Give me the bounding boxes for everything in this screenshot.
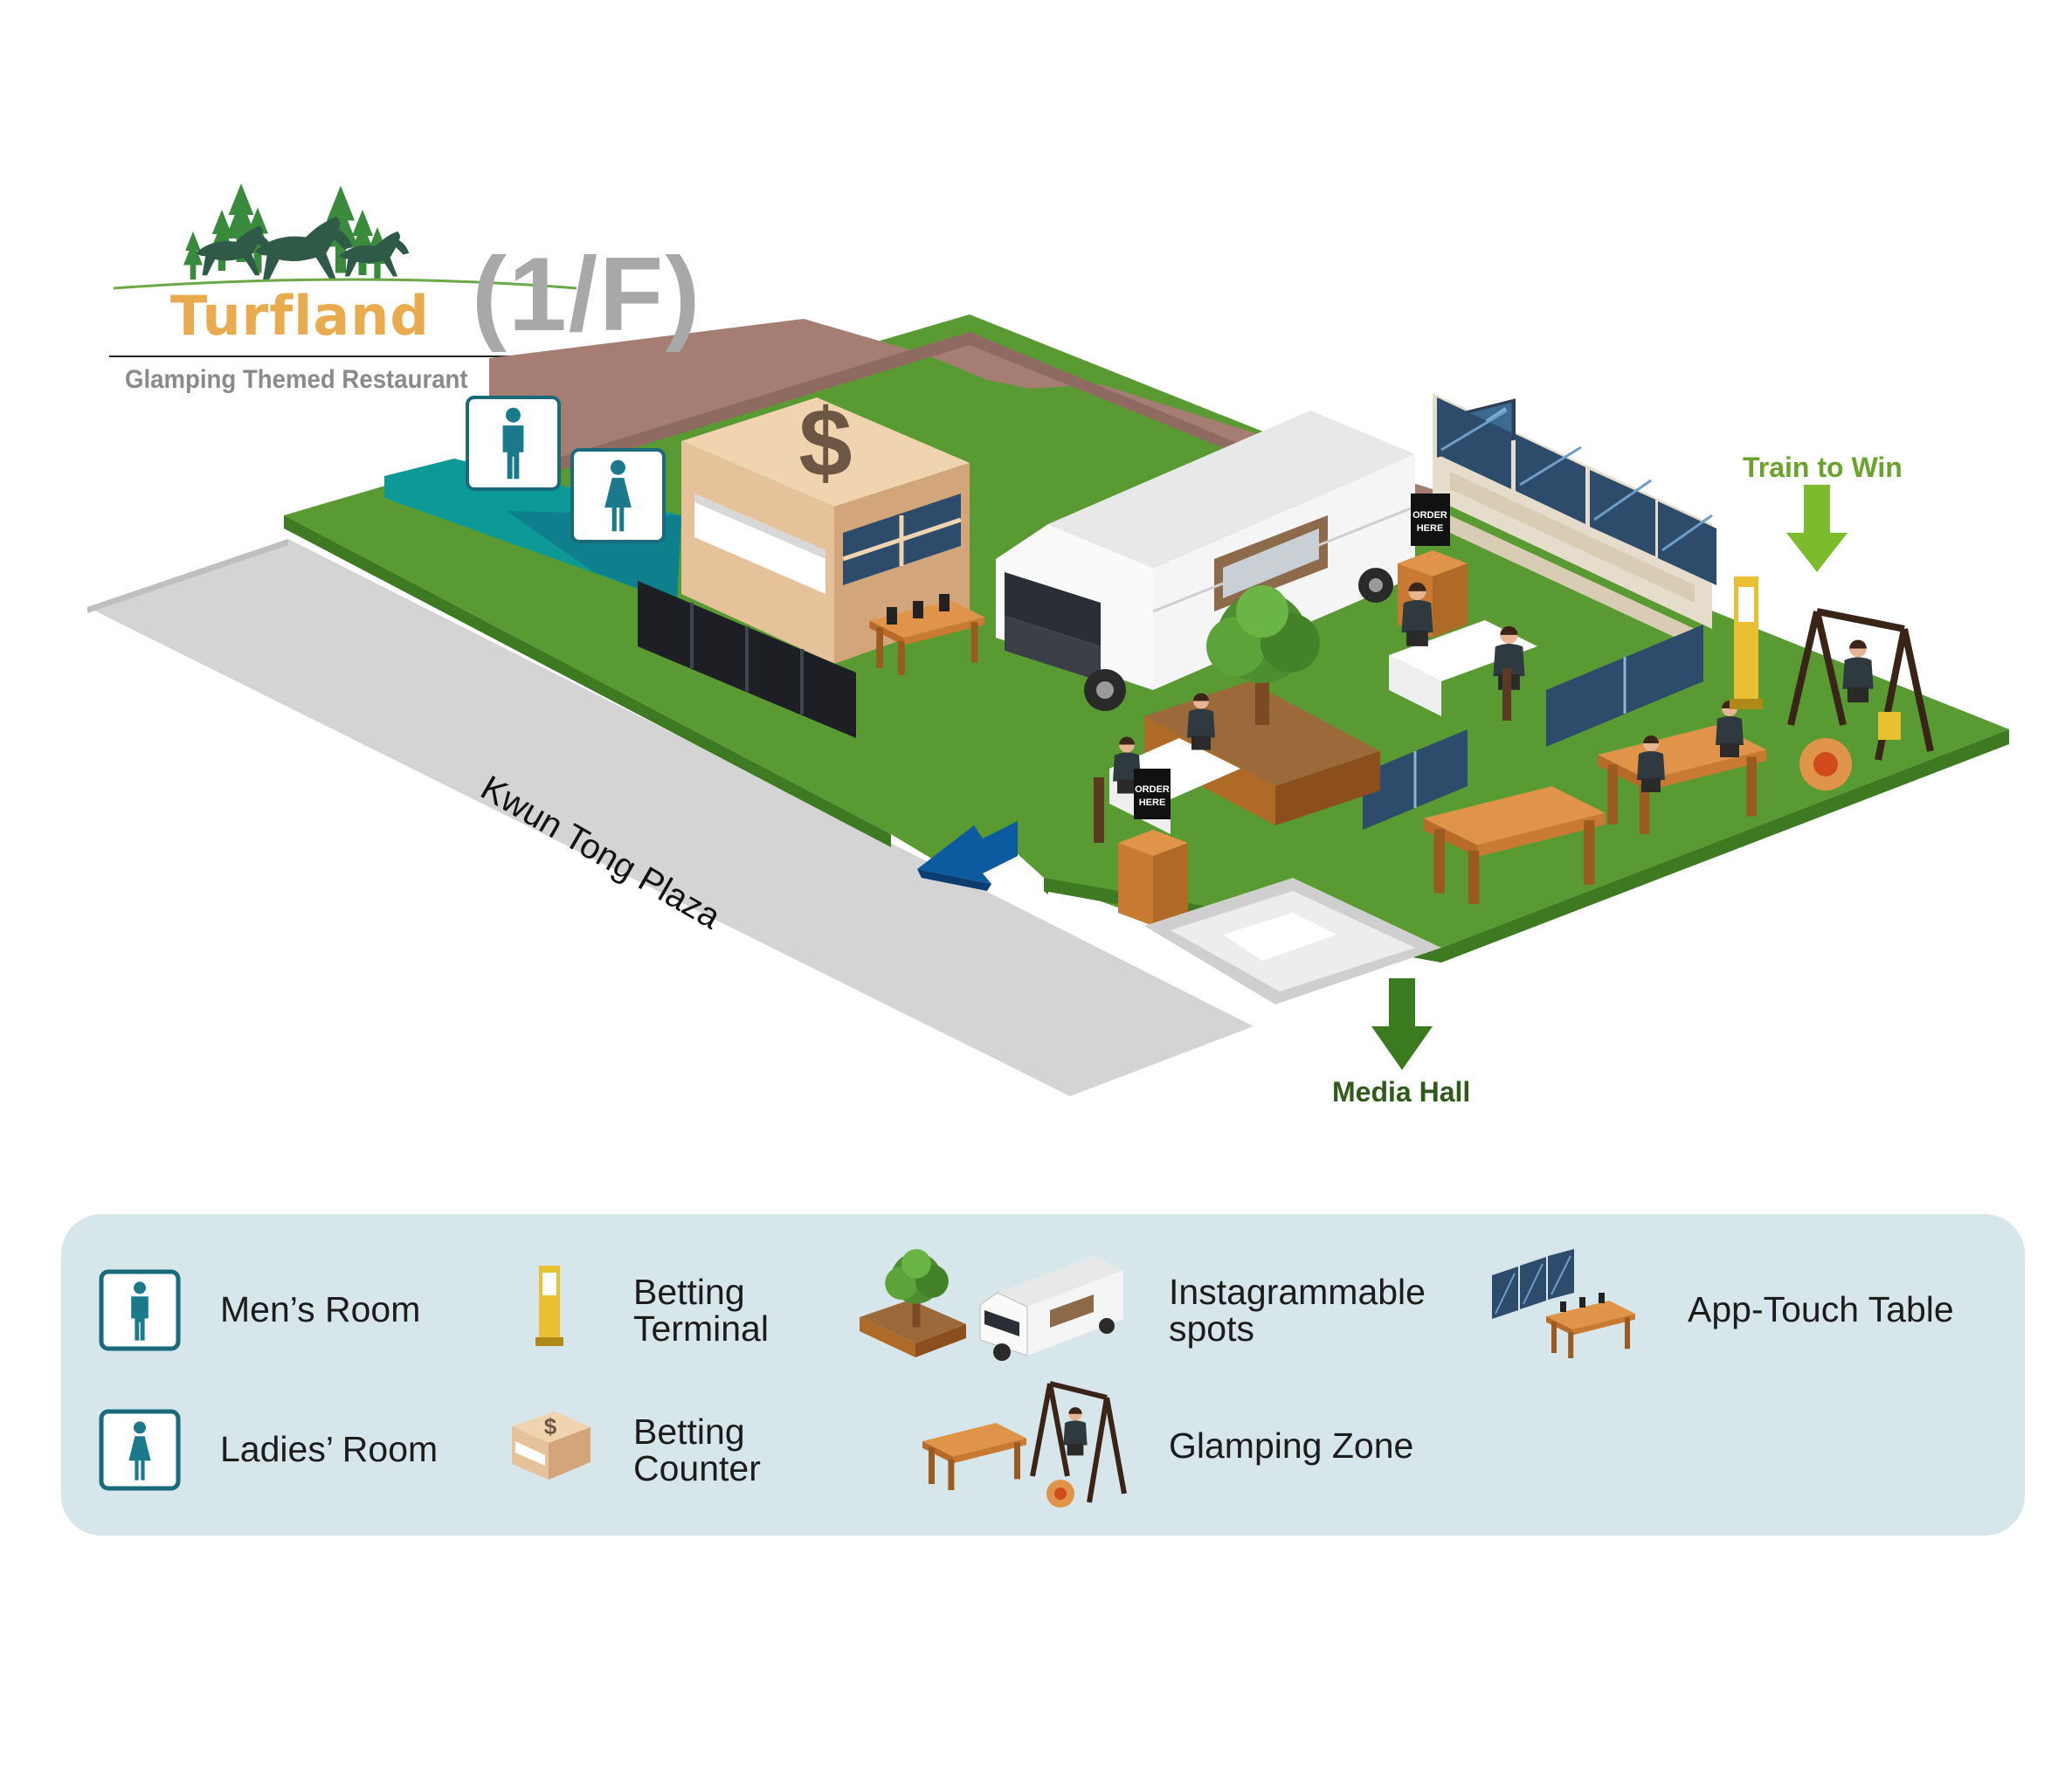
entrance-arrow	[917, 821, 1018, 891]
screen-wall-middle	[1363, 625, 1703, 830]
screen-wall-front	[638, 581, 856, 738]
building-walls	[489, 319, 1433, 533]
train-to-win-arrow	[1786, 485, 1848, 572]
legend-instagrammable-line2: spots	[1169, 1308, 1254, 1349]
stairwell	[1144, 878, 1441, 1004]
street-road	[87, 539, 1254, 1096]
screen-wall-back	[1433, 393, 1716, 646]
order-podium-front: ORDER HERE	[1118, 769, 1188, 926]
brand-name: Turfland	[170, 284, 430, 348]
ladies-room-sign	[570, 448, 666, 543]
brand-tagline: Glamping Themed Restaurant	[125, 365, 468, 394]
legend-instagrammable-line1: Instagrammable	[1169, 1272, 1426, 1312]
floor-label: (1/F)	[472, 236, 702, 353]
legend-mens-room: Men’s Room	[220, 1289, 421, 1329]
legend-app-touch-table: App-Touch Table	[1688, 1289, 1954, 1329]
app-touch-tablets	[887, 594, 950, 625]
betting-terminal-icon	[535, 1266, 563, 1346]
legend-glamping-zone: Glamping Zone	[1169, 1425, 1414, 1466]
legend-ladies-room: Ladies’ Room	[220, 1429, 439, 1469]
legend-panel: Men’s Room Ladies’ Room Betting Terminal…	[61, 1214, 2025, 1536]
instagrammable-icon	[860, 1249, 1123, 1361]
betting-terminal	[1730, 576, 1763, 709]
betting-counter-booth: $	[681, 390, 970, 664]
svg-text:HERE: HERE	[1139, 797, 1166, 808]
glamping-zone-icon	[922, 1381, 1127, 1508]
app-touch-table-icon	[1492, 1249, 1635, 1358]
svg-text:HERE: HERE	[1417, 523, 1444, 534]
mens-room-sign	[466, 396, 561, 491]
legend-betting-terminal-line1: Betting	[633, 1272, 745, 1312]
svg-text:ORDER: ORDER	[1135, 784, 1170, 795]
floor-plan-map: $	[87, 183, 2009, 1096]
legend-betting-terminal-line2: Terminal	[633, 1308, 769, 1349]
media-hall-arrow	[1371, 978, 1433, 1070]
order-sign-back: ORDER	[1412, 510, 1447, 521]
ladies-room-icon	[99, 1409, 181, 1491]
legend-betting-counter-line1: Betting	[633, 1412, 745, 1452]
svg-text:$: $	[798, 390, 852, 497]
betting-counter-icon: $	[512, 1412, 591, 1480]
media-hall-label: Media Hall	[1332, 1076, 1471, 1108]
train-to-win-label: Train to Win	[1743, 452, 1903, 483]
svg-text:$: $	[544, 1413, 557, 1439]
mens-room-icon	[99, 1269, 181, 1351]
dining-table-back	[1389, 582, 1537, 721]
glamping-swing	[1787, 608, 1934, 790]
legend-betting-counter-line2: Counter	[633, 1448, 761, 1488]
